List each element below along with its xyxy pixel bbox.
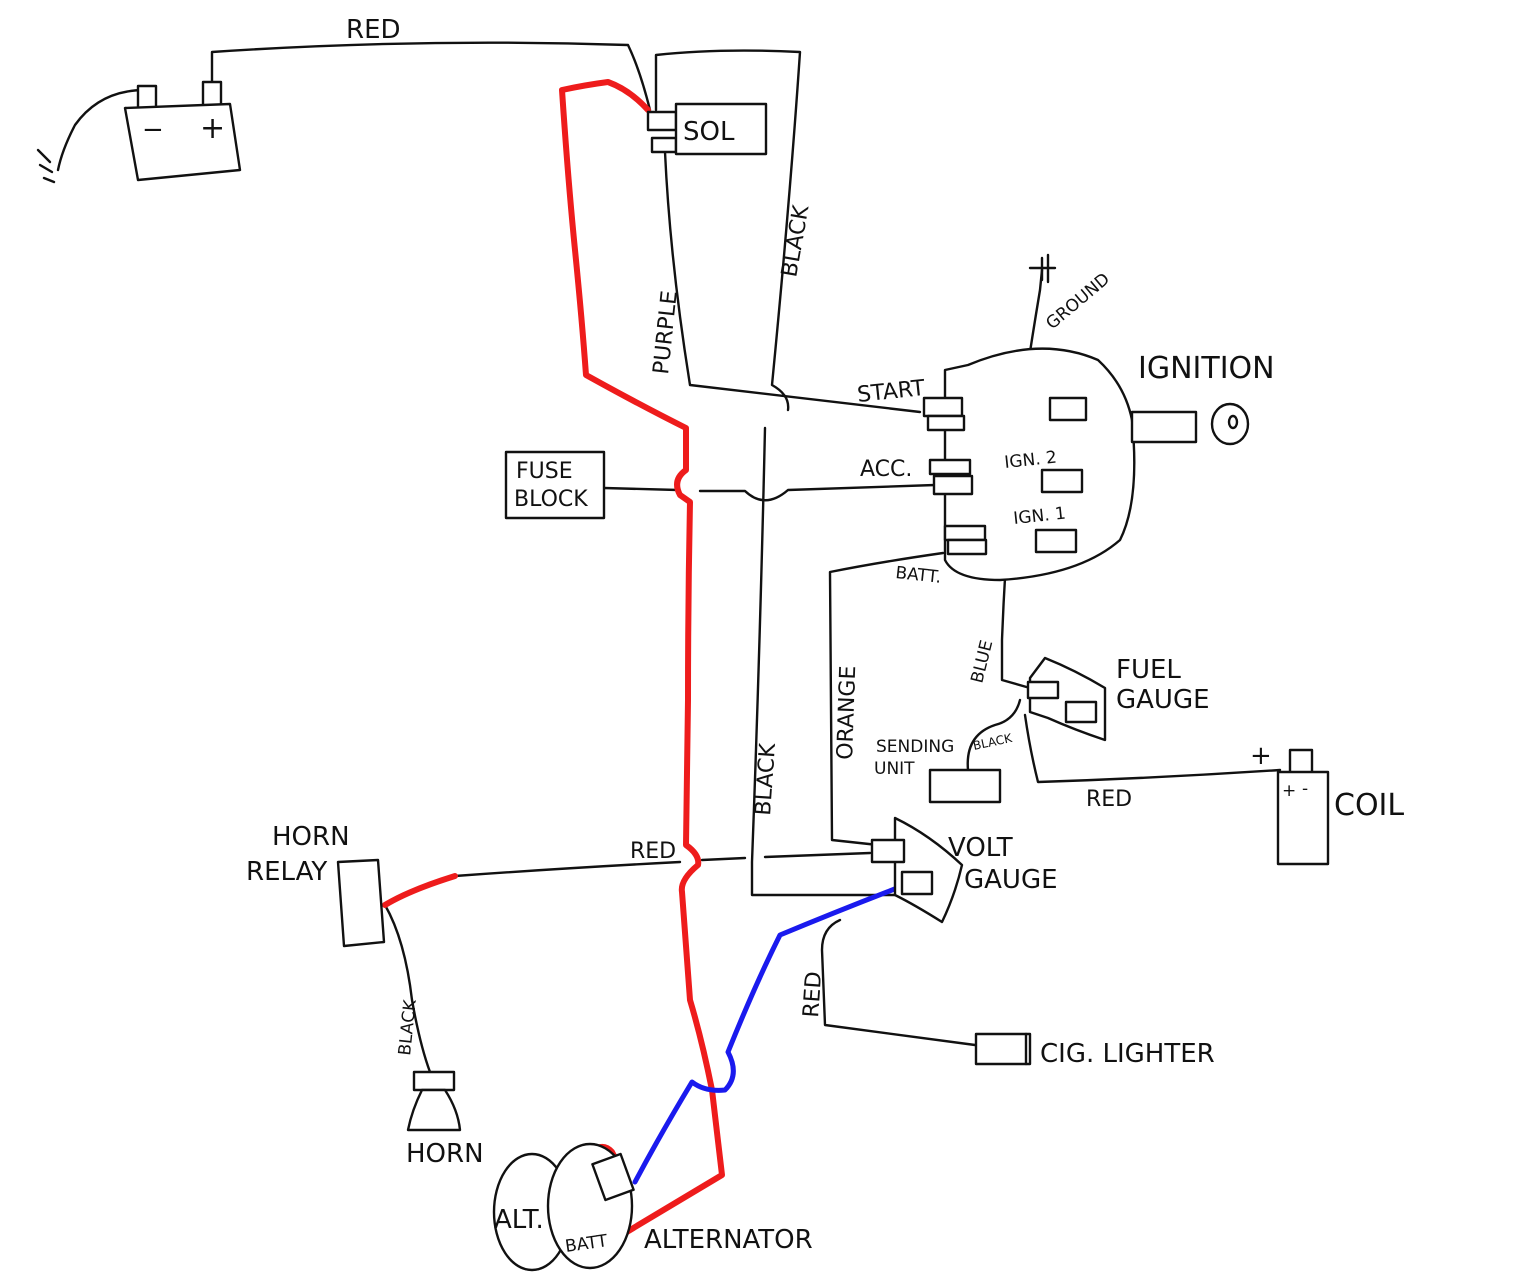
start-label: START xyxy=(856,376,927,408)
volt-gauge: VOLT GAUGE xyxy=(870,816,1058,924)
wire-blue xyxy=(632,882,908,1185)
horn-relay: HORN RELAY xyxy=(246,822,386,948)
wire-red-horn-relay xyxy=(382,873,458,908)
alternator: ALT. BATT ALTERNATOR xyxy=(492,1142,813,1272)
batt-label: BATT. xyxy=(894,563,942,588)
horn-connector xyxy=(412,1070,456,1092)
wire-horn-red xyxy=(453,856,747,878)
coil-minus-label: - xyxy=(1302,779,1308,799)
fuse-block-box xyxy=(504,450,606,520)
horn-label: HORN xyxy=(406,1139,484,1169)
black-top-label: BLACK xyxy=(777,203,814,279)
sending-unit: SENDING UNIT BLACK xyxy=(874,731,1014,804)
lighter-red-label: RED xyxy=(799,971,827,1019)
solenoid: SOL xyxy=(646,102,768,156)
coil-plus-outer: + xyxy=(1250,741,1272,771)
horn: HORN xyxy=(406,1070,484,1169)
wire-sending-unit xyxy=(966,698,1022,772)
volt-gauge-label-1: VOLT xyxy=(948,833,1013,863)
horn-black-label: BLACK xyxy=(395,998,421,1057)
wire-orange xyxy=(828,551,945,847)
battery-plus-label: + xyxy=(200,111,225,146)
alternator-body-label: ALT. xyxy=(494,1205,544,1235)
fuel-gauge-label-1: FUEL xyxy=(1116,655,1181,685)
battery-minus-label: − xyxy=(142,115,164,145)
volt-gauge-label-2: GAUGE xyxy=(964,865,1058,895)
wire-purple xyxy=(663,150,922,414)
terminal-start-1 xyxy=(922,396,964,418)
ignition-ground-symbol xyxy=(1028,253,1057,284)
fuel-gauge-terminal-1 xyxy=(1026,680,1060,700)
terminal-ign1 xyxy=(1034,528,1078,554)
wire-solenoid-column xyxy=(654,49,802,412)
solenoid-box xyxy=(674,102,768,156)
wire-battery-to-solenoid xyxy=(210,41,652,112)
wire-battery-ground xyxy=(56,88,147,172)
horn-relay-box xyxy=(336,858,386,948)
coil-terminal xyxy=(1288,748,1314,776)
solenoid-tab-top xyxy=(646,110,678,132)
terminal-ign2 xyxy=(1040,468,1084,494)
ground-label: GROUND xyxy=(1042,269,1114,334)
battery-body xyxy=(123,102,242,182)
solenoid-label: SOL xyxy=(683,117,735,147)
terminal-batt-2 xyxy=(946,538,988,556)
fuse-block-label-2: BLOCK xyxy=(514,487,588,512)
coil-label: COIL xyxy=(1334,788,1404,823)
terminal-acc-1 xyxy=(928,458,972,476)
coil: + + - COIL xyxy=(1250,741,1404,866)
black-middle-label: BLACK xyxy=(751,742,781,816)
horn-red-label: RED xyxy=(630,839,676,864)
purple-label: PURPLE xyxy=(649,289,683,375)
fuel-gauge-label-2: GAUGE xyxy=(1116,685,1210,715)
fuse-block: FUSE BLOCK xyxy=(504,450,606,520)
battery: − + xyxy=(36,80,242,184)
fuel-gauge: FUEL GAUGE xyxy=(1026,655,1210,742)
wire-red-main xyxy=(559,79,725,1245)
coil-red-label: RED xyxy=(1086,787,1132,812)
blue-label: BLUE xyxy=(967,638,997,685)
fuel-gauge-terminal-2 xyxy=(1064,700,1098,724)
cig-lighter-box xyxy=(974,1032,1032,1066)
volt-gauge-body xyxy=(893,816,964,924)
volt-gauge-terminal-1 xyxy=(870,838,906,864)
cig-lighter: CIG. LIGHTER xyxy=(974,1032,1215,1069)
terminal-ground xyxy=(1048,396,1088,422)
battery-ground-symbol xyxy=(36,148,56,184)
sending-unit-label-1: SENDING xyxy=(876,737,954,757)
alternator-terminal xyxy=(591,1152,635,1202)
coil-body xyxy=(1276,770,1330,866)
cig-lighter-label: CIG. LIGHTER xyxy=(1040,1039,1215,1069)
wire-horn-black xyxy=(383,903,432,1074)
wire-black-vertical xyxy=(750,426,907,897)
battery-red-label: RED xyxy=(346,15,401,45)
red-wires xyxy=(382,79,725,1245)
wire-fuse-to-acc xyxy=(602,483,937,502)
volt-gauge-terminal-2 xyxy=(900,870,934,896)
terminal-batt-1 xyxy=(943,524,987,542)
solenoid-tab-bottom xyxy=(650,136,678,154)
terminal-acc-2 xyxy=(932,474,974,496)
key-hole xyxy=(1227,414,1239,430)
horn-relay-label-1: HORN xyxy=(272,822,350,852)
wire-fuel-to-coil xyxy=(1023,713,1282,784)
coil-plus-label: + xyxy=(1282,781,1296,801)
sending-unit-label-2: UNIT xyxy=(874,759,915,779)
horn-relay-label-2: RELAY xyxy=(246,857,327,887)
alternator-label: ALTERNATOR xyxy=(644,1225,813,1255)
ignition-key-shaft xyxy=(1130,410,1198,444)
wire-lighter-red xyxy=(820,918,977,1047)
ignition-label: IGNITION xyxy=(1138,351,1275,386)
sending-unit-box xyxy=(928,768,1002,804)
terminal-start-2 xyxy=(926,414,966,432)
orange-label: ORANGE xyxy=(833,665,861,760)
fuse-block-label-1: FUSE xyxy=(516,459,573,484)
acc-label: ACC. xyxy=(860,457,912,482)
wire-volt-top xyxy=(763,851,872,859)
wire-labels: RED PURPLE BLACK GROUND ORANGE BLUE BLAC… xyxy=(346,15,1132,1057)
horn-bell xyxy=(406,1088,462,1132)
